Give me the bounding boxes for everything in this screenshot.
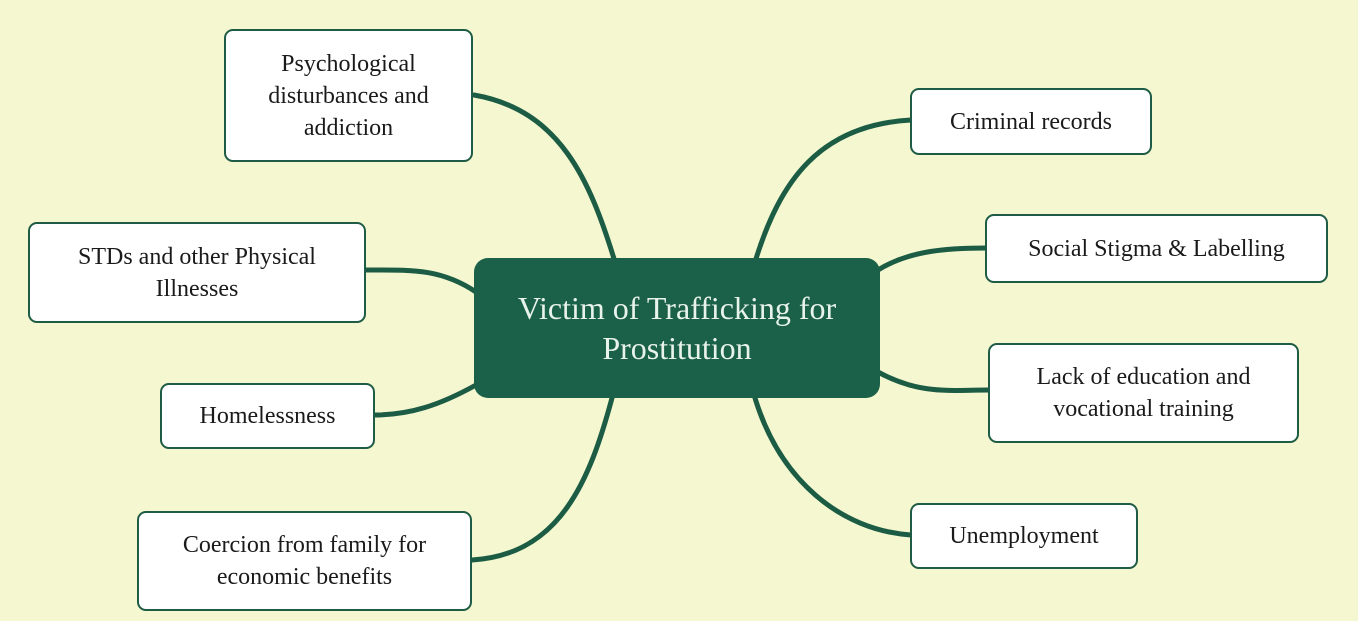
node-unemployment: Unemployment — [910, 503, 1138, 569]
node-social-stigma: Social Stigma & Labelling — [985, 214, 1328, 283]
connector-stds — [362, 267, 479, 295]
node-criminal-records-label: Criminal records — [950, 108, 1112, 135]
connector-unemployment — [752, 395, 914, 538]
node-coercion-from-family: Coercion from family for economic benefi… — [137, 511, 472, 611]
node-stds-physical-illnesses: STDs and other Physical Illnesses — [28, 222, 366, 323]
node-homelessness-label: Homelessness — [199, 403, 336, 429]
connector-coercion — [469, 395, 615, 563]
node-stds-label: STDs and other Physical Illnesses — [78, 243, 316, 302]
central-topic: Victim of Trafficking for Prostitution — [474, 258, 880, 398]
connector-homelessness — [371, 382, 479, 418]
connector-social-stigma — [875, 245, 989, 273]
node-unemployment-label: Unemployment — [949, 523, 1099, 549]
node-lack-education-label: Lack of education and vocational trainin… — [1036, 364, 1251, 422]
node-psychological-disturbances: Psychological disturbances and addiction — [224, 29, 473, 162]
connector-psychological — [471, 92, 618, 265]
node-psychological-label: Psychological disturbances and addiction — [268, 50, 429, 141]
connector-lack-education — [875, 369, 992, 393]
central-topic-label: Victim of Trafficking for Prostitution — [517, 290, 837, 366]
node-homelessness: Homelessness — [160, 383, 375, 449]
node-coercion-label: Coercion from family for economic benefi… — [182, 532, 427, 590]
connector-criminal-records — [752, 117, 914, 265]
node-lack-of-education: Lack of education and vocational trainin… — [988, 343, 1299, 443]
node-social-stigma-label: Social Stigma & Labelling — [1028, 235, 1285, 262]
node-criminal-records: Criminal records — [910, 88, 1152, 155]
